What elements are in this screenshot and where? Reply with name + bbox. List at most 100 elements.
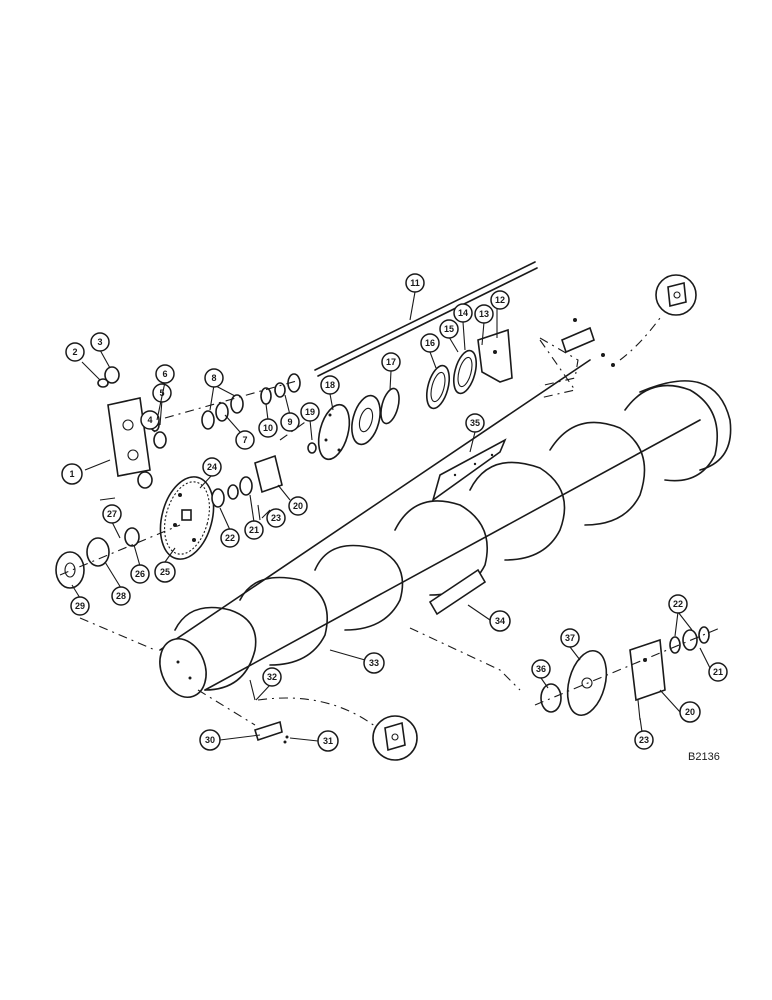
wear-strip-35 [431, 438, 507, 502]
detail-badge-lower [372, 715, 418, 761]
detail-badge-upper [655, 274, 697, 316]
callout-4: 4 [140, 410, 160, 433]
callout-2: 2 [65, 342, 101, 381]
callout-31: 31 [289, 730, 339, 752]
svg-text:24: 24 [207, 462, 217, 472]
svg-text:13: 13 [479, 309, 489, 319]
svg-text:29: 29 [75, 601, 85, 611]
svg-text:11: 11 [410, 278, 420, 288]
svg-text:2: 2 [72, 347, 77, 357]
lower-bracket [197, 679, 381, 744]
callout-36: 36 [531, 659, 551, 689]
svg-text:21: 21 [713, 667, 723, 677]
callout-13: 13 [474, 304, 494, 346]
svg-text:37: 37 [565, 633, 575, 643]
svg-text:30: 30 [205, 735, 215, 745]
callout-22-right: 22 [668, 594, 693, 637]
svg-text:6: 6 [162, 369, 167, 379]
callout-28: 28 [104, 561, 131, 606]
cover-plate-detail [539, 317, 661, 387]
callout-14: 14 [453, 303, 473, 351]
svg-text:23: 23 [639, 735, 649, 745]
bolt [97, 366, 153, 489]
callout-1: 1 [61, 459, 111, 485]
svg-text:1: 1 [69, 469, 74, 479]
callout-23-right: 23 [634, 717, 654, 750]
svg-text:32: 32 [267, 672, 277, 682]
callout-10: 10 [258, 403, 278, 438]
callout-20: 20 [277, 484, 308, 516]
svg-text:20: 20 [685, 707, 695, 717]
callout-8: 8 [204, 368, 236, 411]
callout-7: 7 [224, 414, 255, 450]
auger-tube [159, 359, 732, 698]
svg-text:3: 3 [97, 337, 102, 347]
svg-text:8: 8 [211, 373, 216, 383]
callout-17: 17 [381, 352, 401, 391]
callout-25: 25 [154, 547, 176, 583]
drawing-code: B2136 [688, 751, 720, 763]
callout-11: 11 [405, 273, 425, 321]
svg-text:22: 22 [673, 599, 683, 609]
bearing-plate [107, 397, 151, 477]
svg-text:14: 14 [458, 308, 468, 318]
svg-text:31: 31 [323, 736, 333, 746]
callout-19: 19 [300, 402, 320, 441]
callout-34: 34 [467, 604, 511, 632]
svg-text:7: 7 [242, 435, 247, 445]
callout-37: 37 [560, 628, 581, 661]
svg-text:34: 34 [495, 616, 505, 626]
end-plate [307, 387, 400, 461]
callout-5: 5 [152, 383, 172, 426]
svg-text:19: 19 [305, 407, 315, 417]
svg-text:26: 26 [135, 569, 145, 579]
svg-text:28: 28 [116, 591, 126, 601]
svg-text:25: 25 [160, 567, 170, 577]
callout-21: 21 [244, 494, 264, 540]
callout-35: 35 [465, 413, 485, 453]
svg-text:10: 10 [263, 423, 273, 433]
svg-text:36: 36 [536, 664, 546, 674]
callout-6: 6 [155, 364, 175, 421]
callout-9: 9 [280, 394, 300, 432]
callout-15: 15 [439, 319, 459, 353]
callout-3: 3 [90, 332, 111, 369]
svg-text:16: 16 [425, 338, 435, 348]
callout-21-right: 21 [699, 647, 728, 682]
svg-text:23: 23 [271, 513, 281, 523]
wear-strip-34 [428, 568, 487, 616]
bearing-set-upper [164, 373, 301, 430]
callout-23: 23 [261, 508, 286, 528]
callout-22: 22 [219, 507, 240, 548]
callout-26: 26 [130, 544, 150, 584]
svg-text:21: 21 [249, 525, 259, 535]
svg-text:33: 33 [369, 658, 379, 668]
svg-text:17: 17 [386, 357, 396, 367]
svg-text:22: 22 [225, 533, 235, 543]
callouts: 1 2 3 4 5 6 7 8 9 10 11 12 13 14 15 16 1… [61, 273, 728, 752]
callout-29: 29 [70, 584, 90, 616]
callout-30: 30 [199, 729, 261, 751]
svg-text:15: 15 [444, 324, 454, 334]
svg-text:4: 4 [147, 415, 152, 425]
hub-parts [55, 497, 181, 589]
seal-rings [425, 328, 513, 410]
callout-27: 27 [102, 504, 122, 539]
svg-text:9: 9 [287, 417, 292, 427]
svg-text:20: 20 [293, 501, 303, 511]
svg-text:35: 35 [470, 418, 480, 428]
callout-20-right: 20 [659, 689, 701, 723]
callout-18: 18 [320, 375, 340, 411]
callout-33: 33 [329, 649, 385, 674]
callout-24: 24 [199, 457, 222, 489]
callout-16: 16 [420, 333, 440, 369]
svg-text:18: 18 [325, 380, 335, 390]
opposite-end-assembly [409, 626, 721, 721]
svg-text:27: 27 [107, 509, 117, 519]
svg-text:12: 12 [495, 295, 505, 305]
large-sprocket [159, 476, 215, 560]
callout-12: 12 [490, 290, 510, 338]
shaft [314, 261, 538, 377]
svg-text:5: 5 [159, 388, 164, 398]
